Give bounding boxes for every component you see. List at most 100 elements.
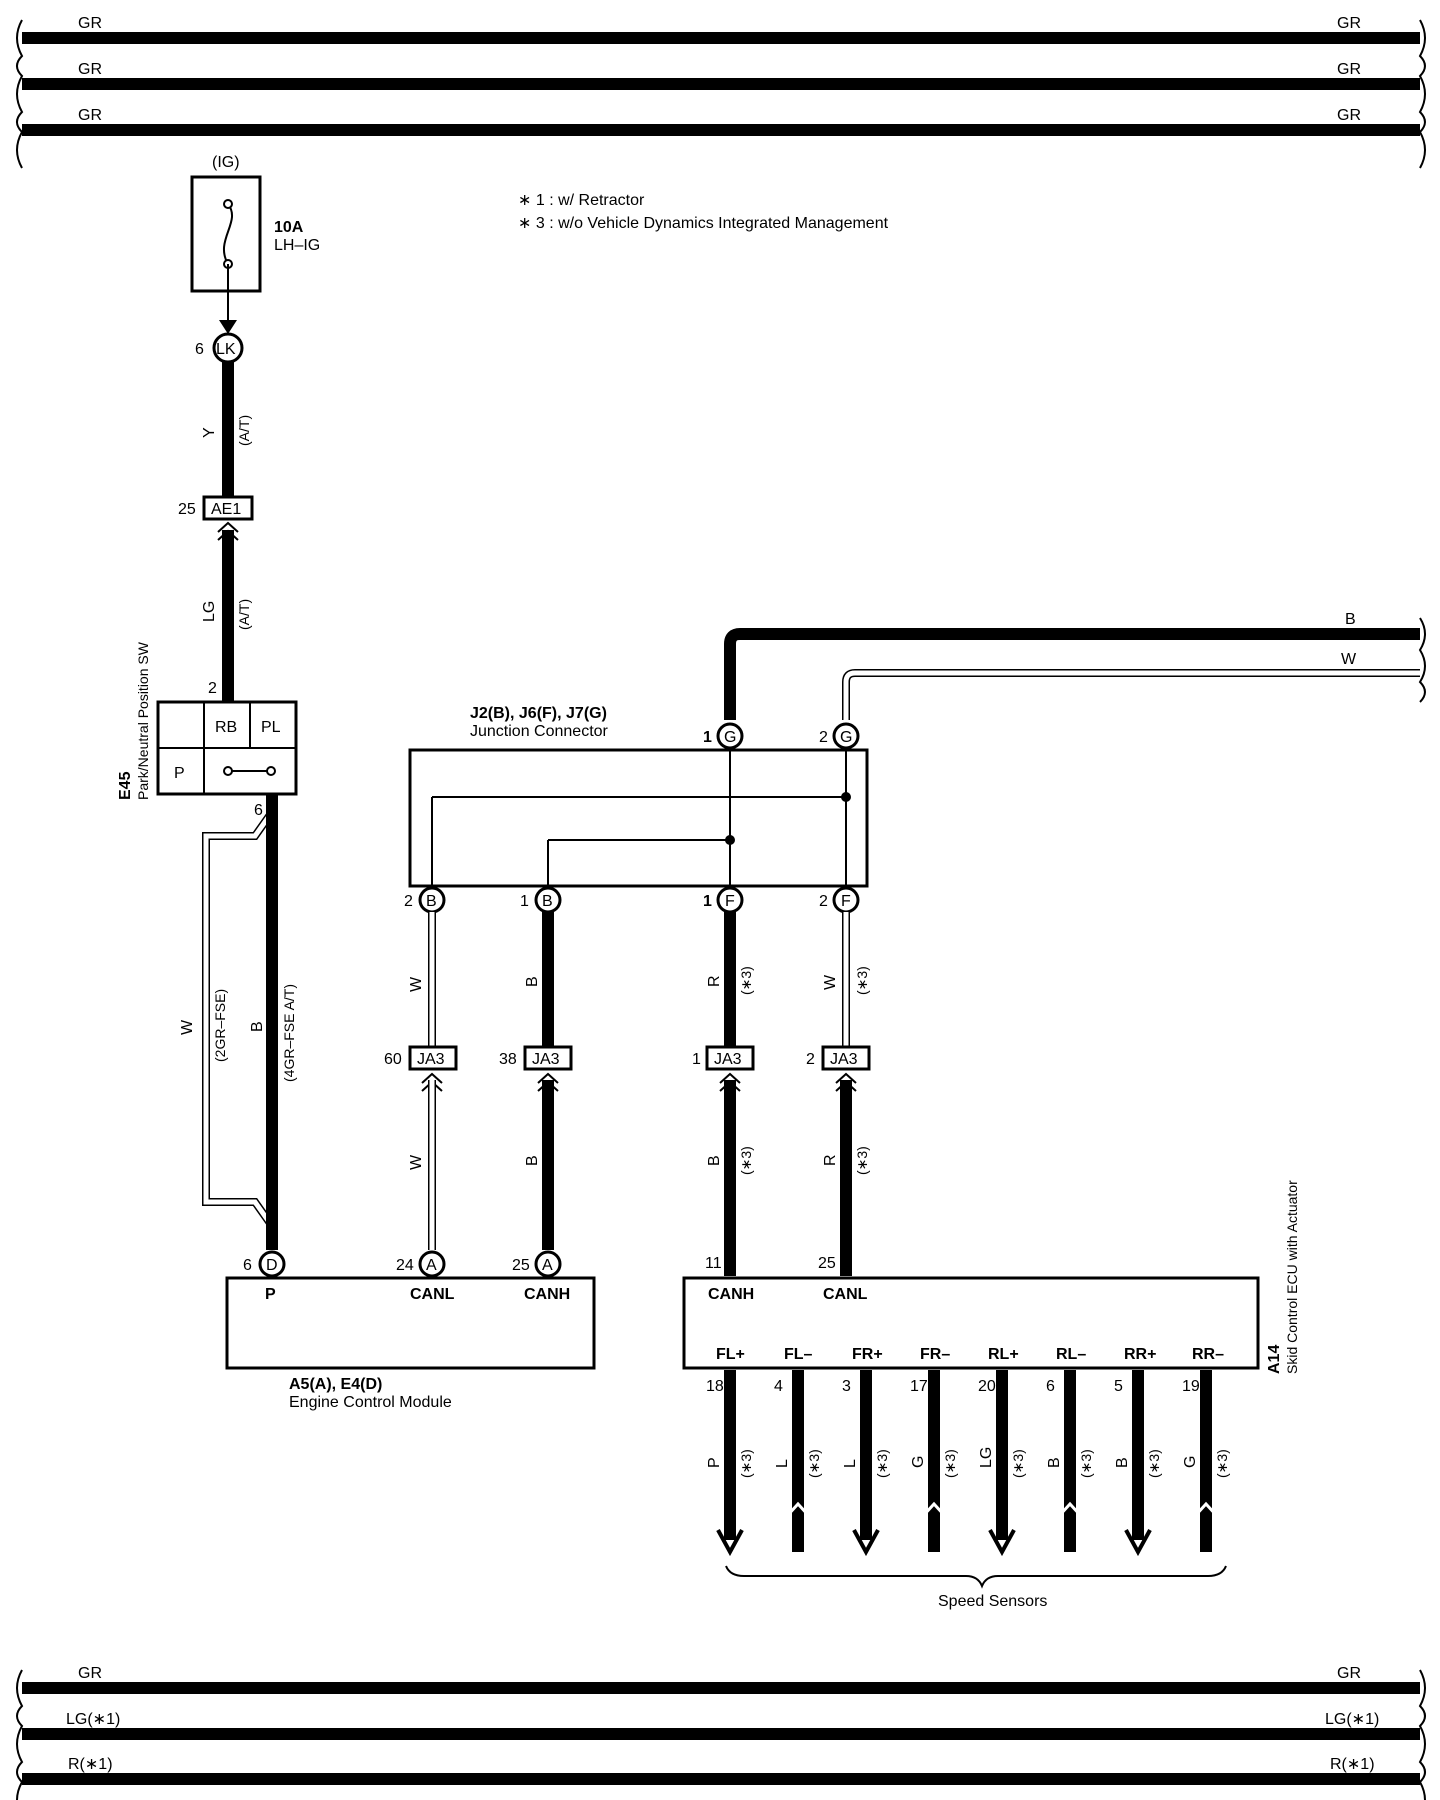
sensor-wire-color-fr-minus: G xyxy=(910,1456,927,1468)
wire-lg-color: LG xyxy=(201,601,218,622)
arrow-down-icon xyxy=(1124,1529,1152,1557)
wire-y-note: (A/T) xyxy=(236,415,252,446)
wire-w-top xyxy=(842,669,1420,720)
pin-ecm-a24 xyxy=(418,1250,446,1278)
connector-ae1 xyxy=(202,495,254,521)
pin-ecm-a25 xyxy=(534,1250,562,1278)
pin-junction-b2-num: 2 xyxy=(404,893,413,910)
bus-top-2-left: GR xyxy=(78,61,102,78)
fuse-box xyxy=(190,175,262,293)
sensor-pin-fr-minus: 17 xyxy=(910,1378,928,1395)
connector-ja3-1-num: 1 xyxy=(692,1051,701,1068)
speed-sensor-wires: FL+18P(∗3)FL–4L(∗3)FR+3L(∗3)FR–17G(∗3)RL… xyxy=(706,1346,1230,1557)
pin-junction-f2-code: F xyxy=(841,893,851,910)
bus-break-right-top xyxy=(1418,19,1426,169)
bus-top-1-right: GR xyxy=(1337,15,1361,32)
skid-name: Skid Control ECU with Actuator xyxy=(1284,1180,1300,1374)
fuse-name: LH–IG xyxy=(274,237,320,254)
bus-break-left-bottom xyxy=(16,1669,24,1800)
ecm-terminal-canl: CANL xyxy=(410,1286,455,1303)
sensor-wire-color-rl-minus: B xyxy=(1046,1457,1063,1468)
connector-ja3-38-code: JA3 xyxy=(532,1051,560,1068)
wire-b-canh-dn-color: B xyxy=(524,1155,541,1166)
connector-ja3-1-code: JA3 xyxy=(714,1051,742,1068)
bus-break-left-top xyxy=(16,19,24,169)
sensor-wire-note-fr-plus: (∗3) xyxy=(874,1449,890,1478)
switch-terminal-icon xyxy=(266,766,276,776)
top-bus: GR GR GR GR GR GR xyxy=(16,15,1426,169)
connector-ja3-2-num: 2 xyxy=(806,1051,815,1068)
splice-dot-icon xyxy=(841,792,851,802)
e45-name: Park/Neutral Position SW xyxy=(135,641,151,800)
sensor-wire-color-fr-plus: L xyxy=(842,1459,859,1468)
sensor-pin-fl-plus: 18 xyxy=(706,1378,724,1395)
pin-junction-b2-code: B xyxy=(426,893,437,910)
wire-w-2gr-note: (2GR–FSE) xyxy=(212,989,228,1062)
sensor-wire-note-rl-plus: (∗3) xyxy=(1010,1449,1026,1478)
skid-ecu-box xyxy=(682,1276,1260,1370)
wire-r-dn-color: R xyxy=(822,1154,839,1166)
park-neutral-switch: RB PL P E45 Park/Neutral Position SW xyxy=(117,641,298,800)
sensor-pin-rl-minus: 6 xyxy=(1046,1378,1055,1395)
connector-ja3-60-num: 60 xyxy=(384,1051,402,1068)
pin-skid-11: 11 xyxy=(705,1255,722,1272)
note-1: ∗ 1 : w/ Retractor xyxy=(518,192,645,209)
sensor-terminal-rl-plus: RL+ xyxy=(988,1346,1019,1363)
connector-ja3-38-num: 38 xyxy=(499,1051,517,1068)
sensor-wire-color-rl-plus: LG xyxy=(978,1447,995,1468)
splice-dot-icon xyxy=(725,835,735,845)
ecm-box xyxy=(225,1276,596,1370)
junction-name: Junction Connector xyxy=(470,723,609,740)
ecm-name: Engine Control Module xyxy=(289,1394,452,1411)
sensor-pin-rr-plus: 5 xyxy=(1114,1378,1123,1395)
bus-bottom-3-right: R(∗1) xyxy=(1330,1756,1375,1773)
sensor-wire-note-rr-plus: (∗3) xyxy=(1146,1449,1162,1478)
wire-b-dn-color: B xyxy=(706,1155,723,1166)
arrow-down-icon xyxy=(988,1529,1016,1557)
pin-junction-f1-num: 1 xyxy=(703,893,712,910)
sensor-wire-color-fl-minus: L xyxy=(774,1459,791,1468)
bottom-bus: GR GR LG(∗1) LG(∗1) R(∗1) R(∗1) xyxy=(16,1665,1426,1800)
sensor-pin-fr-plus: 3 xyxy=(842,1378,851,1395)
wire-w-canl-up-color: W xyxy=(408,976,425,992)
wire-b-top xyxy=(724,628,1420,720)
pin-lk-code: LK xyxy=(216,341,236,358)
arrow-down-icon xyxy=(219,320,237,334)
engine-control-module: P CANL CANH A5(A), E4(D) Engine Control … xyxy=(225,1276,596,1411)
wire-r-up-color: R xyxy=(706,975,723,987)
sensor-wire-color-fl-plus: P xyxy=(706,1457,723,1468)
pin-ecm-d6-code: D xyxy=(266,1257,278,1274)
bus-bottom-3-left: R(∗1) xyxy=(68,1756,113,1773)
pin-ecm-a24-num: 24 xyxy=(396,1257,414,1274)
sensor-terminal-fr-plus: FR+ xyxy=(852,1346,883,1363)
bus-break-right-bottom xyxy=(1418,1669,1426,1800)
speed-sensors-brace xyxy=(725,1565,1227,1589)
bus-bottom-1-right: GR xyxy=(1337,1665,1361,1682)
wire-r-dn-note: (∗3) xyxy=(854,1146,870,1175)
bus-bottom-2-left: LG(∗1) xyxy=(66,1711,120,1728)
junction-id: J2(B), J6(F), J7(G) xyxy=(470,705,607,722)
wire-w-up-note: (∗3) xyxy=(854,966,870,995)
arrow-down-icon xyxy=(716,1529,744,1557)
arrow-up-icon xyxy=(921,1501,947,1518)
sensor-wire-note-fl-minus: (∗3) xyxy=(806,1449,822,1478)
ecm-id: A5(A), E4(D) xyxy=(289,1376,382,1393)
pin-ecm-a24-code: A xyxy=(426,1257,437,1274)
wire-y-color: Y xyxy=(201,427,218,438)
pin-ecm-a25-code: A xyxy=(542,1257,553,1274)
bus-top-3-left: GR xyxy=(78,107,102,124)
pin-ecm-a25-num: 25 xyxy=(512,1257,530,1274)
sensor-terminal-rr-plus: RR+ xyxy=(1124,1346,1156,1363)
pin-ecm-d6 xyxy=(258,1250,286,1278)
pin-ecm-d6-num: 6 xyxy=(243,1257,252,1274)
bus-bottom-2-right: LG(∗1) xyxy=(1325,1711,1379,1728)
pin-junction-b1-num: 1 xyxy=(520,893,529,910)
wire-w-up-color: W xyxy=(822,974,839,990)
pin-junction-g1-num: 1 xyxy=(703,729,712,746)
speed-sensors-label: Speed Sensors xyxy=(938,1593,1047,1610)
e45-pin6-num: 6 xyxy=(254,802,263,819)
bus-top-3-right: GR xyxy=(1337,107,1361,124)
connector-ae1-num: 25 xyxy=(178,501,196,518)
pin-junction-g1-code: G xyxy=(724,729,736,746)
